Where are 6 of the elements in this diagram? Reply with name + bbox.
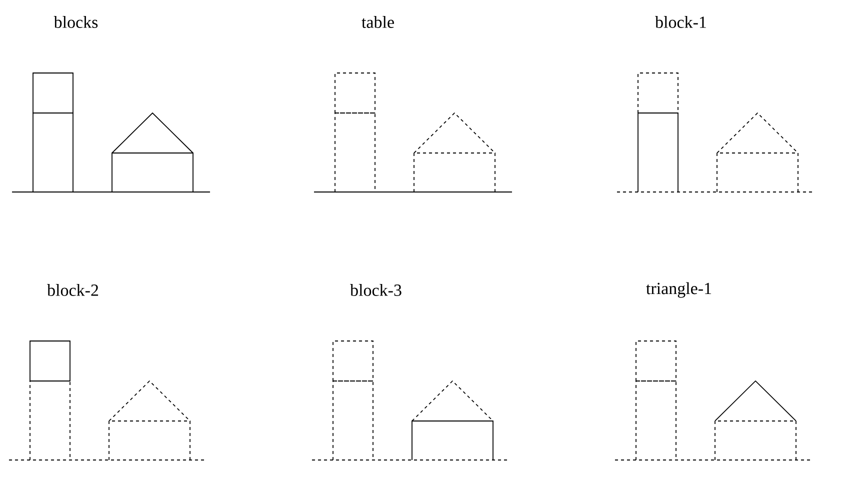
panel-title: table [362,16,394,28]
panel-title: block-1 [655,16,706,28]
panel-title: triangle-1 [646,282,712,298]
panel-title: blocks [54,16,98,28]
panel-title: block-2 [47,284,98,296]
panel-title: block-3 [350,284,402,296]
